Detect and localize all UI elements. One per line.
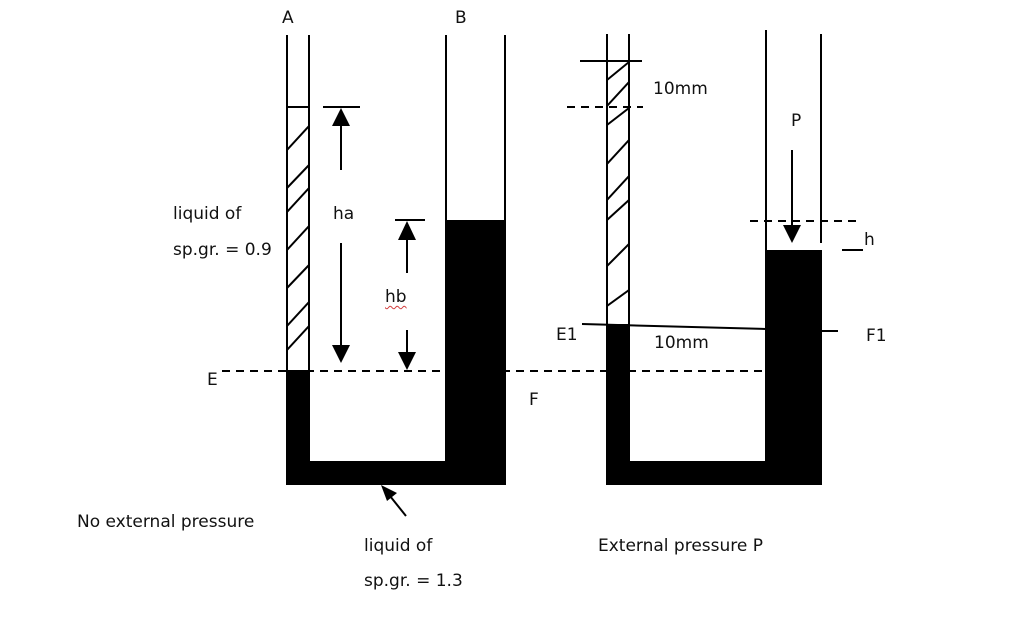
light-liquid-hatch-e1 — [607, 61, 629, 307]
right-manometer — [567, 30, 863, 485]
pressure-arrow — [783, 150, 801, 243]
rise-h-label: h — [864, 230, 875, 250]
heavy-liquid-pointer-arrow — [381, 485, 407, 517]
heavy-liquid-left-leg-2 — [606, 324, 630, 485]
heavy-liquid-label-line1: liquid of — [364, 536, 433, 556]
hb-label: hb — [385, 287, 407, 307]
light-liquid-label-line2: sp.gr. = 0.9 — [173, 240, 272, 260]
pressure-label: P — [791, 111, 802, 131]
tube-a-label: A — [282, 8, 294, 28]
left-caption: No external pressure — [77, 512, 255, 532]
datum-line-e1f1 — [581, 323, 767, 330]
datum-f-label: F — [529, 390, 539, 410]
heavy-liquid-label-line2: sp.gr. = 1.3 — [364, 571, 463, 591]
light-liquid-hatch-a — [287, 125, 309, 351]
right-caption: External pressure P — [598, 536, 764, 556]
top-offset-label: 10mm — [653, 79, 708, 99]
heavy-liquid-right-leg-2 — [766, 250, 822, 485]
hb-dimension — [395, 219, 425, 370]
ha-dimension — [323, 106, 360, 363]
datum-e1-label: E1 — [556, 325, 578, 345]
ha-label: ha — [333, 204, 355, 224]
datum-e-label: E — [207, 370, 218, 390]
light-liquid-label-line1: liquid of — [173, 204, 242, 224]
heavy-liquid-right-leg — [446, 220, 506, 485]
datum-f1-label: F1 — [866, 326, 887, 346]
datum-offset-label: 10mm — [654, 333, 709, 353]
tube-b-label: B — [455, 8, 467, 28]
left-manometer — [222, 35, 770, 517]
